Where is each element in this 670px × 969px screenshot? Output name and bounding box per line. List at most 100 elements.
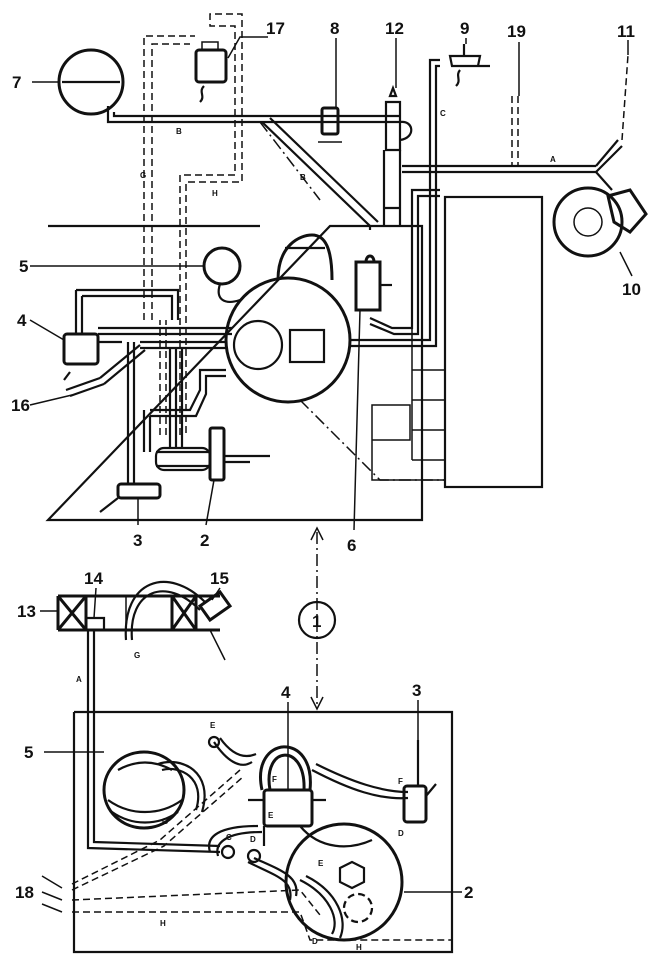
- callout-13: 13: [17, 602, 36, 621]
- wire-11-dashed: [621, 54, 629, 141]
- callout-9: 9: [460, 19, 469, 38]
- canister-5-hose: [217, 283, 241, 303]
- temp-switch-3: [116, 482, 162, 500]
- valve-12-stem: [382, 150, 402, 226]
- hose-letter-b-top: B: [176, 127, 182, 136]
- canister-5-hose-bottom: [157, 760, 206, 813]
- vacuum-canister-5: [202, 246, 242, 286]
- detail-view: [56, 580, 454, 954]
- hose-letter-e-egr: E: [318, 859, 324, 868]
- pump-10: [552, 186, 624, 258]
- hose-letter-e-bottom: E: [210, 721, 216, 730]
- callout-12: 12: [385, 19, 404, 38]
- callout-2-top: 2: [200, 531, 209, 550]
- valve-4: [62, 332, 100, 366]
- callout-16: 16: [11, 396, 30, 415]
- hose-letter-h-top: H: [212, 189, 218, 198]
- hose-letter-c-bottom: C: [226, 833, 232, 842]
- callout-5-bottom: 5: [24, 743, 33, 762]
- fitting-e-top: [207, 735, 221, 749]
- leader-lines-bottom: [40, 587, 462, 913]
- engine-outline: [45, 224, 424, 522]
- callout-7: 7: [12, 73, 21, 92]
- callout-3-top: 3: [133, 531, 142, 550]
- solenoid-17-top: [201, 41, 219, 50]
- manifold-outline: [371, 404, 445, 481]
- carburetor-body: [224, 276, 352, 404]
- hose-letter-a-top: A: [550, 155, 556, 164]
- branch-11: [595, 139, 623, 173]
- callout-18: 18: [15, 883, 34, 902]
- hose-letter-d-egr: D: [312, 937, 318, 946]
- callout-10: 10: [622, 280, 641, 299]
- temp-switch-3-bottom-wire: [416, 740, 437, 797]
- hose-a-to-10: [402, 164, 596, 174]
- callout-4-bottom: 4: [281, 683, 291, 702]
- egr-fitting: [342, 892, 374, 924]
- carburetor-right-throat: [288, 328, 326, 364]
- callout-17: 17: [266, 19, 285, 38]
- restrictor-8: [320, 106, 340, 136]
- hose-letter-h-right: H: [356, 943, 362, 952]
- egr-valve-2-body: [156, 450, 270, 468]
- egr-valve-2: [208, 426, 226, 482]
- fitting-14: [84, 616, 106, 632]
- hose-letter-d-switch: D: [398, 829, 404, 838]
- pump-10-hose: [595, 171, 613, 191]
- hose-network-top: [74, 58, 440, 484]
- engine-top-view: [45, 13, 648, 522]
- callout-1: 1: [312, 612, 321, 631]
- hose-dashed-top: [143, 13, 243, 435]
- callout-15: 15: [210, 569, 229, 588]
- hose-letter-g-bottom: G: [134, 651, 140, 660]
- canister-5-ribs: [107, 761, 183, 824]
- egr-hex-nut: [338, 860, 366, 890]
- reservoir-7-hose: [106, 106, 400, 124]
- callout-3-bottom: 3: [412, 681, 421, 700]
- pump-10-body: [606, 188, 648, 234]
- vacuum-canister-5-bottom: [102, 750, 186, 830]
- valve-4-bottom: [262, 788, 314, 828]
- valve-12: [384, 84, 413, 152]
- leader-lines-top: [29, 36, 633, 531]
- hose-letter-g-dashed: G: [162, 817, 168, 826]
- reference-line: [259, 121, 444, 481]
- radiator-block: [443, 195, 544, 489]
- hose-letter-f-bottom: F: [272, 775, 277, 784]
- callout-11: 11: [617, 22, 635, 41]
- view-connector-arrows: [310, 526, 324, 711]
- fitting-c: [220, 844, 236, 860]
- air-cleaner-neck: [276, 233, 334, 281]
- hose-16-lower: [65, 376, 105, 398]
- valve-9: [448, 44, 490, 87]
- valve-4-connector: [63, 340, 122, 381]
- solenoid-17-wire: [199, 85, 205, 103]
- hose-a-bottom: [86, 630, 221, 854]
- cylinder-head-ridges: [411, 238, 445, 461]
- hose-letter-a-bottom: A: [76, 675, 82, 684]
- hose-19-dashed: [511, 96, 519, 166]
- callout-6: 6: [347, 536, 356, 555]
- pump-10-hub: [573, 207, 603, 237]
- firewall-13: [56, 594, 220, 632]
- hose-letter-f-switch: F: [398, 777, 403, 786]
- hose-g-to-15: [124, 580, 206, 641]
- valve-4-loop: [259, 745, 312, 791]
- hose-letter-g-top: G: [140, 171, 146, 180]
- callout-19: 19: [507, 22, 526, 41]
- callout-1-circle: [297, 600, 337, 640]
- temp-switch-3-wire: [99, 497, 119, 513]
- firewall-13-vertical: [125, 596, 226, 661]
- callout-4-top: 4: [17, 311, 27, 330]
- detail-view-outline: [72, 710, 454, 954]
- callout-14: 14: [84, 569, 103, 588]
- hose-letter-e-valve: E: [268, 811, 274, 820]
- carburetor-left-throat: [232, 319, 284, 371]
- temp-switch-3-bottom: [402, 784, 428, 824]
- callout-2-bottom: 2: [464, 883, 473, 902]
- callout-5-top: 5: [19, 257, 28, 276]
- callout-8: 8: [330, 19, 339, 38]
- hose-letter-b-diag: B: [300, 173, 306, 182]
- diaphragm-6: [354, 254, 382, 312]
